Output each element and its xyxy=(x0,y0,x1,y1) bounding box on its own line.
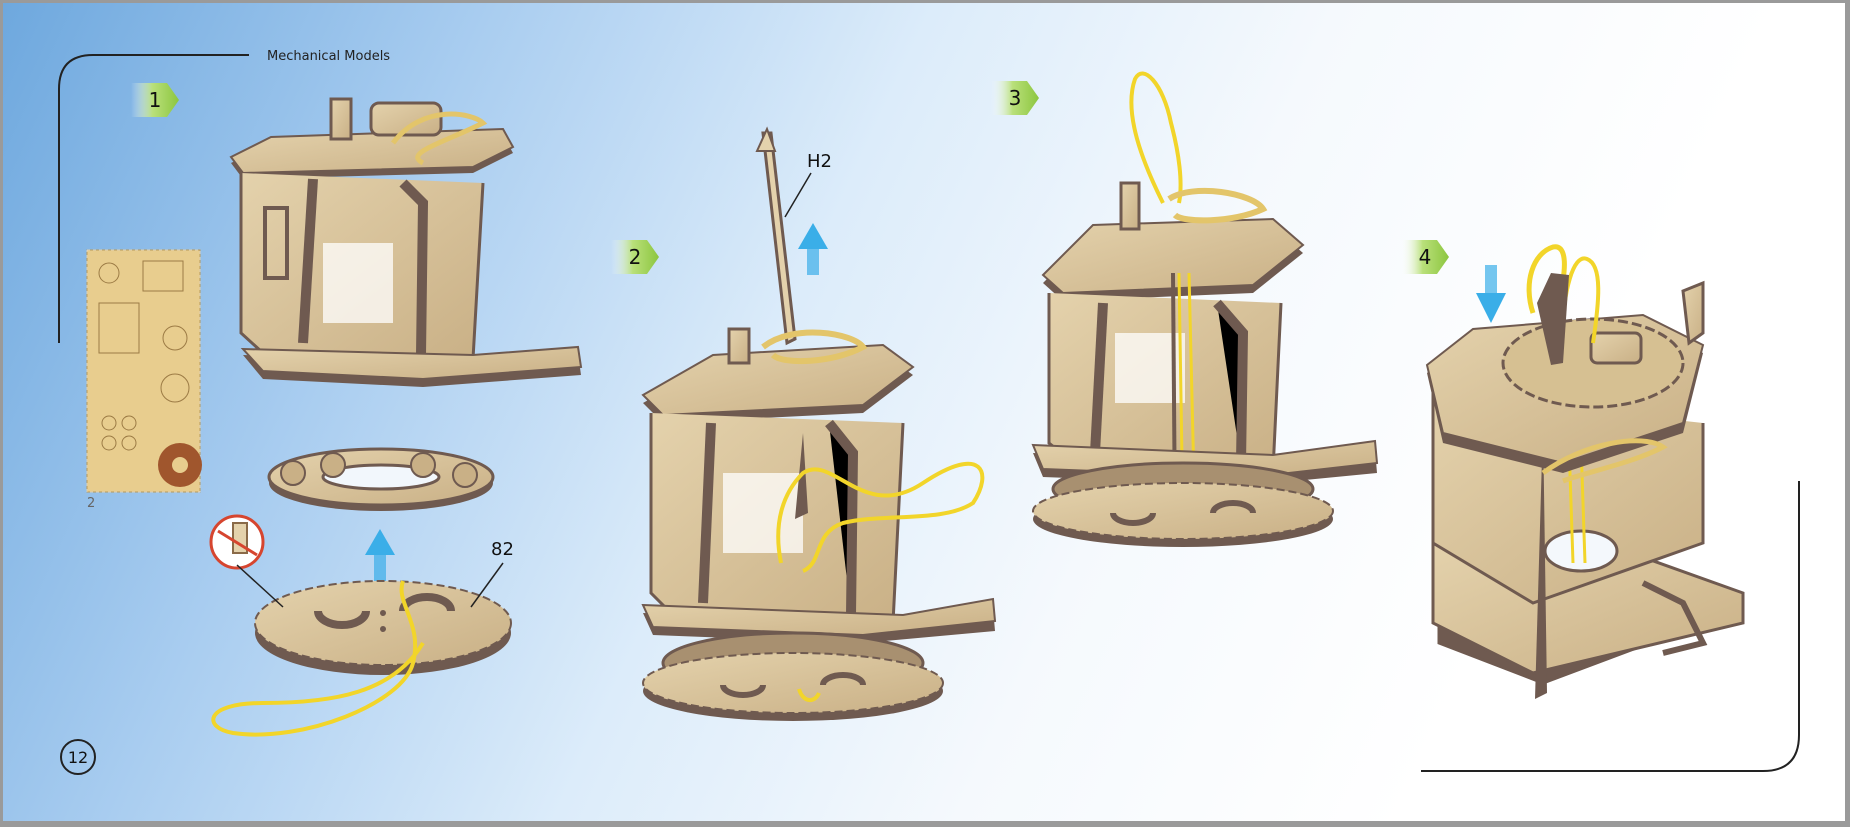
step-3-badge: 3 xyxy=(995,81,1041,115)
step1-gear-wheel xyxy=(213,581,511,735)
step-2-badge: 2 xyxy=(615,240,661,274)
parts-sheet-number: 2 xyxy=(87,496,95,511)
prohibited-part-icon xyxy=(211,516,283,607)
step-number: 1 xyxy=(149,88,168,112)
step-number: 3 xyxy=(1009,86,1028,110)
step1-up-arrow xyxy=(365,529,395,581)
part-82-label: 82 xyxy=(491,539,514,560)
instruction-page: Mechanical Models 1 2 3 4 82 H2 2 12 xyxy=(3,3,1845,821)
step3-assembly xyxy=(1033,73,1377,547)
step4-down-arrow xyxy=(1476,265,1506,323)
parts-sheet-thumbnail xyxy=(87,250,202,492)
step1-frame-assembly xyxy=(231,99,581,387)
step-4-badge: 4 xyxy=(1405,240,1451,274)
step4-assembly xyxy=(1427,247,1743,699)
page-number: 12 xyxy=(60,739,96,775)
step-1-badge: 1 xyxy=(135,83,181,117)
header-title: Mechanical Models xyxy=(267,49,390,64)
assembly-illustration xyxy=(3,3,1845,821)
step2-assembly xyxy=(643,129,995,721)
part-h2-label: H2 xyxy=(807,151,832,172)
step1-roller-ring xyxy=(269,449,493,511)
step2-up-arrow xyxy=(798,223,828,275)
step-number: 4 xyxy=(1419,245,1438,269)
step-number: 2 xyxy=(629,245,648,269)
